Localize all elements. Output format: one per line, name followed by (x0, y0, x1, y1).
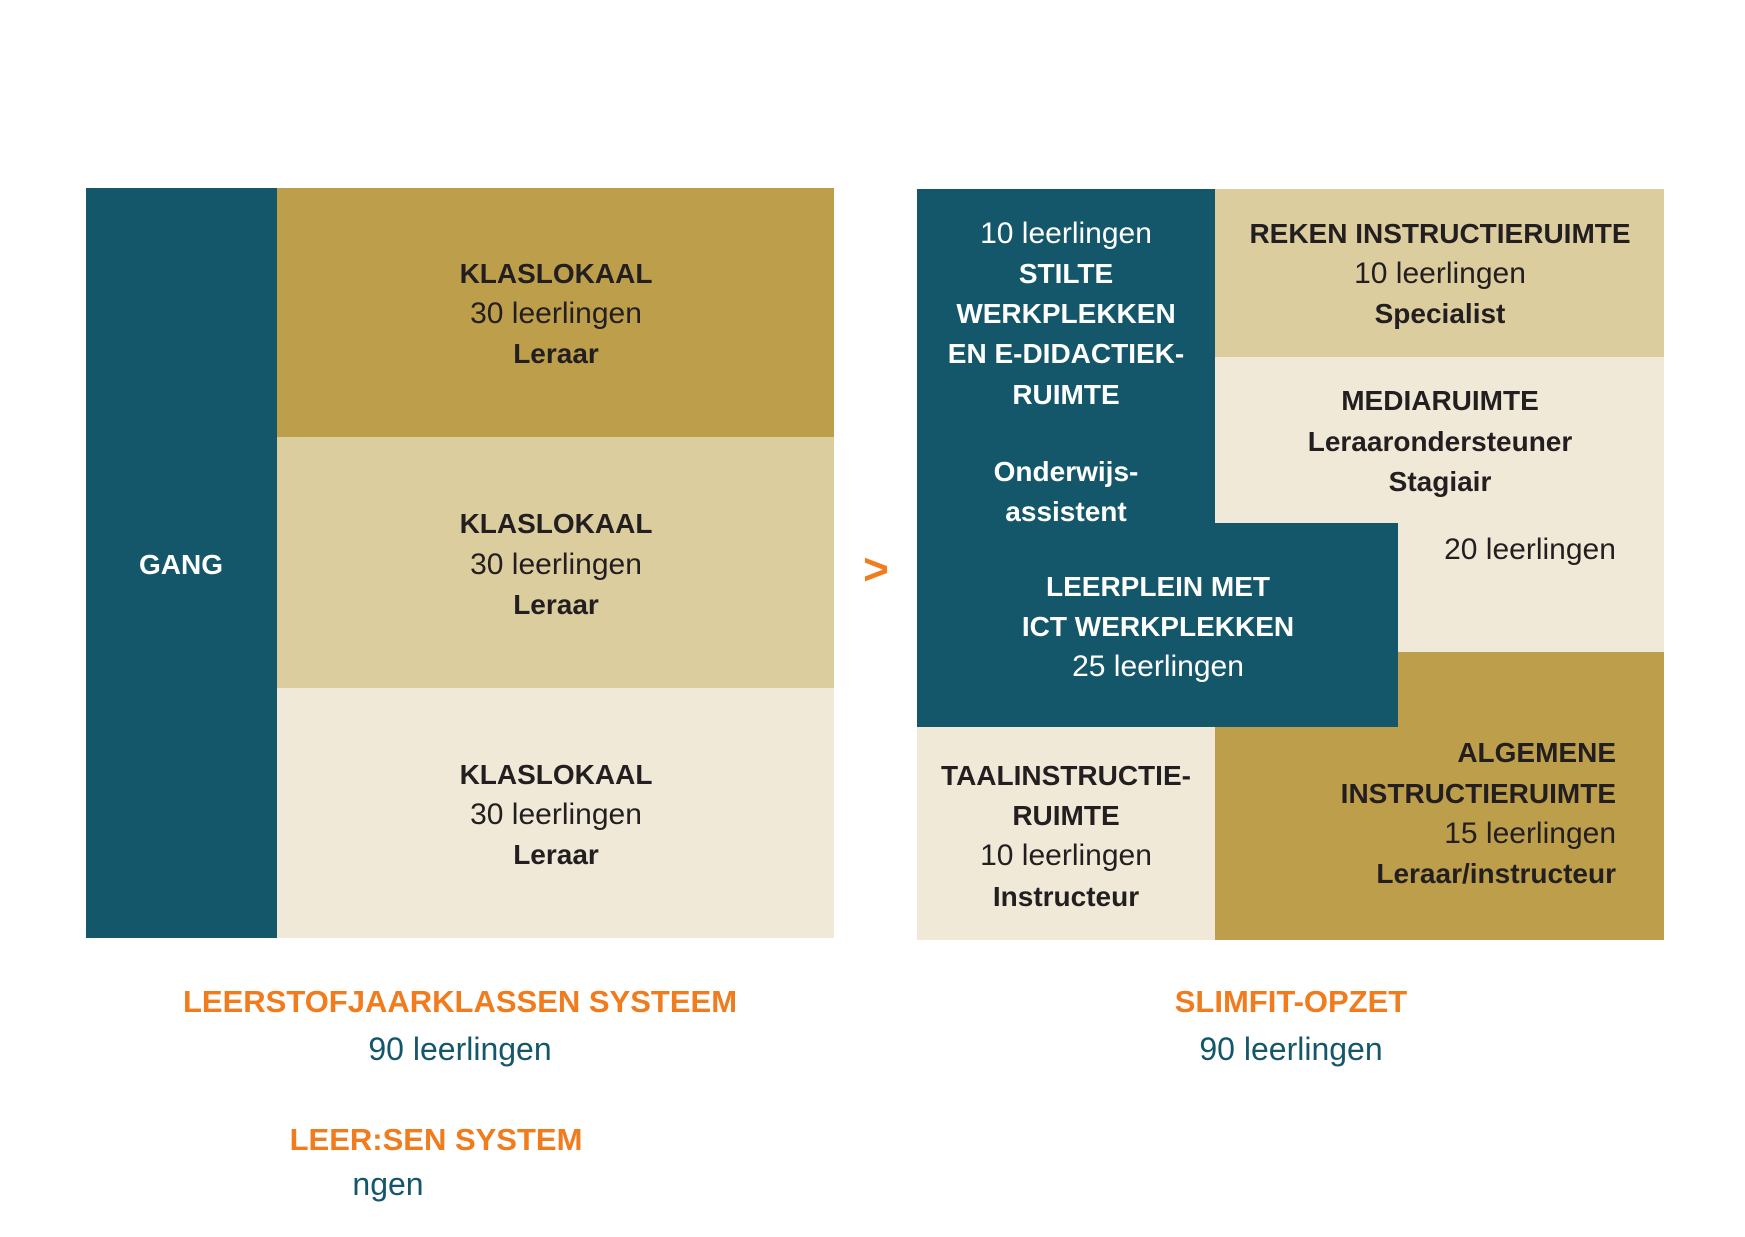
taal-name-line-1: TAALINSTRUCTIE- (941, 760, 1191, 791)
stilte-role-line-2: assistent (1005, 496, 1127, 527)
reken-students: 10 leerlingen (1354, 257, 1526, 290)
taal-role: Instructeur (992, 881, 1140, 912)
classroom-1-students: 30 leerlingen (470, 297, 642, 330)
reken-instructieruimte-block (1215, 189, 1664, 357)
media-name: MEDIARUIMTE (1341, 385, 1539, 416)
classroom-3-students: 30 leerlingen (470, 798, 642, 831)
algemene-role: Leraar/instructeur (1376, 858, 1616, 889)
algemene-name-line-2: INSTRUCTIERUIMTE (1340, 778, 1616, 809)
left-layout-total: 90 leerlingen (368, 1031, 552, 1067)
ghost-caption-total: ngen (352, 1166, 424, 1202)
algemene-students: 15 leerlingen (1444, 817, 1616, 850)
right-layout-title: SLIMFIT-OPZET (1174, 984, 1408, 1019)
leerplein-name-line-2: ICT WERKPLEKKEN (1021, 611, 1295, 642)
classroom-3-role: Leraar (513, 839, 599, 870)
media-role-2: Stagiair (1388, 466, 1492, 497)
right-layout-total: 90 leerlingen (1199, 1031, 1383, 1067)
taal-name-line-2: RUIMTE (1012, 800, 1120, 831)
leerplein-students: 25 leerlingen (1072, 650, 1244, 683)
reken-role: Specialist (1374, 298, 1506, 329)
stilte-name-line-2: WERKPLEKKEN (956, 298, 1176, 329)
classroom-2-role: Leraar (513, 589, 599, 620)
taal-students: 10 leerlingen (980, 839, 1152, 872)
left-layout-title: LEERSTOFJAARKLASSEN SYSTEEM (182, 984, 738, 1019)
media-students: 20 leerlingen (1444, 533, 1616, 566)
classroom-2-name: KLASLOKAAL (459, 508, 653, 539)
corridor-label: GANG (139, 549, 223, 580)
taalinstructieruimte-block (917, 727, 1215, 940)
classroom-1-block (277, 188, 834, 437)
classroom-2-block (277, 437, 834, 688)
classroom-1-name: KLASLOKAAL (459, 258, 653, 289)
stilte-name-line-3: EN E-DIDACTIEK- (947, 338, 1185, 369)
classroom-2-students: 30 leerlingen (470, 548, 642, 581)
media-role-1: Leraarondersteuner (1307, 426, 1573, 457)
classroom-3-name: KLASLOKAAL (459, 759, 653, 790)
corridor-block (86, 188, 277, 938)
leerplein-name-line-1: LEERPLEIN MET (1045, 571, 1271, 602)
stilte-name-line-4: RUIMTE (1012, 379, 1120, 410)
reken-name: REKEN INSTRUCTIERUIMTE (1249, 218, 1631, 249)
algemene-name-line-1: ALGEMENE (1457, 737, 1616, 768)
greater-than-symbol: > (863, 545, 889, 594)
stilte-role-line-1: Onderwijs- (993, 456, 1139, 487)
ghost-caption-title: LEER:SEN SYSTEM (289, 1122, 583, 1157)
stilte-students: 10 leerlingen (980, 217, 1152, 250)
stilte-name-line-1: STILTE (1018, 258, 1114, 289)
classroom-3-block (277, 688, 834, 938)
classroom-1-role: Leraar (513, 338, 599, 369)
